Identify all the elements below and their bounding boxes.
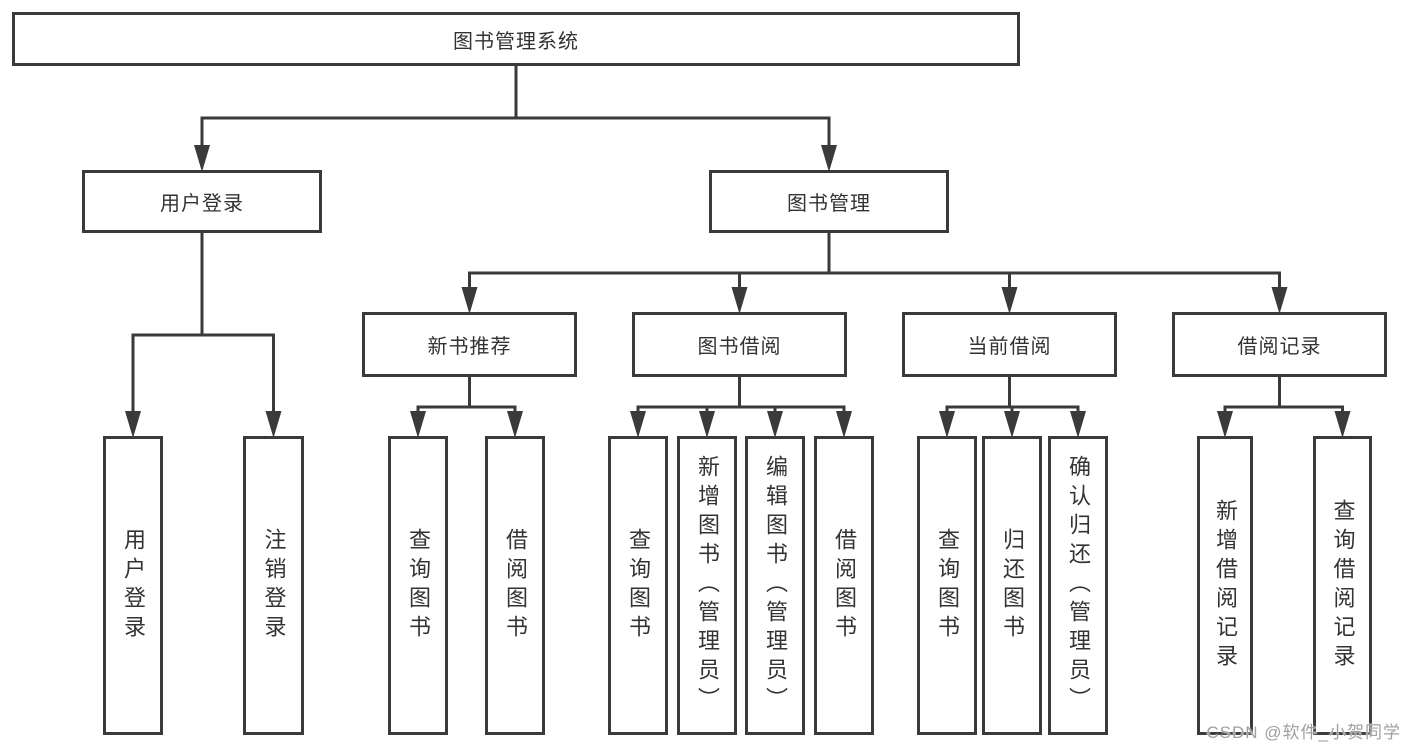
node-bw-add: 新增图书（管理员） xyxy=(677,436,737,735)
node-label-cur-return: 归还图书 xyxy=(1000,527,1025,644)
node-label-borrowing: 图书借阅 xyxy=(697,336,782,358)
arrowhead-icon xyxy=(939,411,955,438)
node-current: 当前借阅 xyxy=(902,312,1117,377)
node-logout: 注销登录 xyxy=(243,436,304,735)
arrowhead-icon xyxy=(699,411,715,438)
arrowhead-icon xyxy=(767,411,783,438)
arrowhead-icon xyxy=(507,411,523,438)
node-label-bw-borrow: 借阅图书 xyxy=(832,527,857,644)
node-label-rec-query: 查询借阅记录 xyxy=(1330,498,1356,673)
node-label-login: 用户登录 xyxy=(121,527,146,644)
node-records: 借阅记录 xyxy=(1172,312,1387,377)
arrowhead-icon xyxy=(125,411,141,438)
watermark: CSDN @软件_小贺同学 xyxy=(1206,723,1401,742)
node-label-nb-query: 查询图书 xyxy=(406,527,431,644)
node-book-mgmt: 图书管理 xyxy=(709,170,949,233)
node-login: 用户登录 xyxy=(103,436,163,735)
node-rec-query: 查询借阅记录 xyxy=(1313,436,1372,735)
node-bw-borrow: 借阅图书 xyxy=(814,436,874,735)
node-label-user-login: 用户登录 xyxy=(160,193,244,215)
arrowhead-icon xyxy=(836,411,852,438)
node-bw-query: 查询图书 xyxy=(608,436,668,735)
node-label-cur-confirm: 确认归还（管理员） xyxy=(1066,455,1091,716)
node-label-logout: 注销登录 xyxy=(261,527,287,644)
node-rec-add: 新增借阅记录 xyxy=(1197,436,1253,735)
arrowhead-icon xyxy=(821,145,837,172)
node-label-bw-add: 新增图书（管理员） xyxy=(695,455,720,716)
node-label-system: 图书管理系统 xyxy=(453,30,579,53)
node-label-current: 当前借阅 xyxy=(967,336,1052,358)
node-cur-return: 归还图书 xyxy=(982,436,1042,735)
node-label-nb-borrow: 借阅图书 xyxy=(503,527,528,644)
node-label-rec-add: 新增借阅记录 xyxy=(1213,498,1238,673)
arrowhead-icon xyxy=(1217,411,1233,438)
node-nb-query: 查询图书 xyxy=(388,436,448,735)
arrowhead-icon xyxy=(1271,287,1288,314)
arrowhead-icon xyxy=(410,411,426,438)
arrowhead-icon xyxy=(1334,411,1351,438)
node-label-bw-query: 查询图书 xyxy=(626,527,651,644)
arrowhead-icon xyxy=(1070,411,1086,438)
arrowhead-icon xyxy=(461,287,478,314)
node-nb-borrow: 借阅图书 xyxy=(485,436,545,735)
node-label-bw-edit: 编辑图书（管理员） xyxy=(763,455,788,716)
node-label-new-books: 新书推荐 xyxy=(427,336,512,358)
node-bw-edit: 编辑图书（管理员） xyxy=(745,436,805,735)
arrowhead-icon xyxy=(630,411,646,438)
node-borrowing: 图书借阅 xyxy=(632,312,847,377)
arrowhead-icon xyxy=(1001,287,1018,314)
arrowhead-icon xyxy=(265,411,282,438)
arrowhead-icon xyxy=(1004,411,1020,438)
arrowhead-icon xyxy=(194,145,210,172)
node-label-records: 借阅记录 xyxy=(1237,336,1322,358)
arrowhead-icon xyxy=(731,287,748,314)
node-cur-query: 查询图书 xyxy=(917,436,977,735)
node-cur-confirm: 确认归还（管理员） xyxy=(1048,436,1108,735)
node-system: 图书管理系统 xyxy=(12,12,1020,66)
node-label-book-mgmt: 图书管理 xyxy=(787,193,871,215)
node-new-books: 新书推荐 xyxy=(362,312,577,377)
node-label-cur-query: 查询图书 xyxy=(935,527,960,644)
node-user-login: 用户登录 xyxy=(82,170,322,233)
